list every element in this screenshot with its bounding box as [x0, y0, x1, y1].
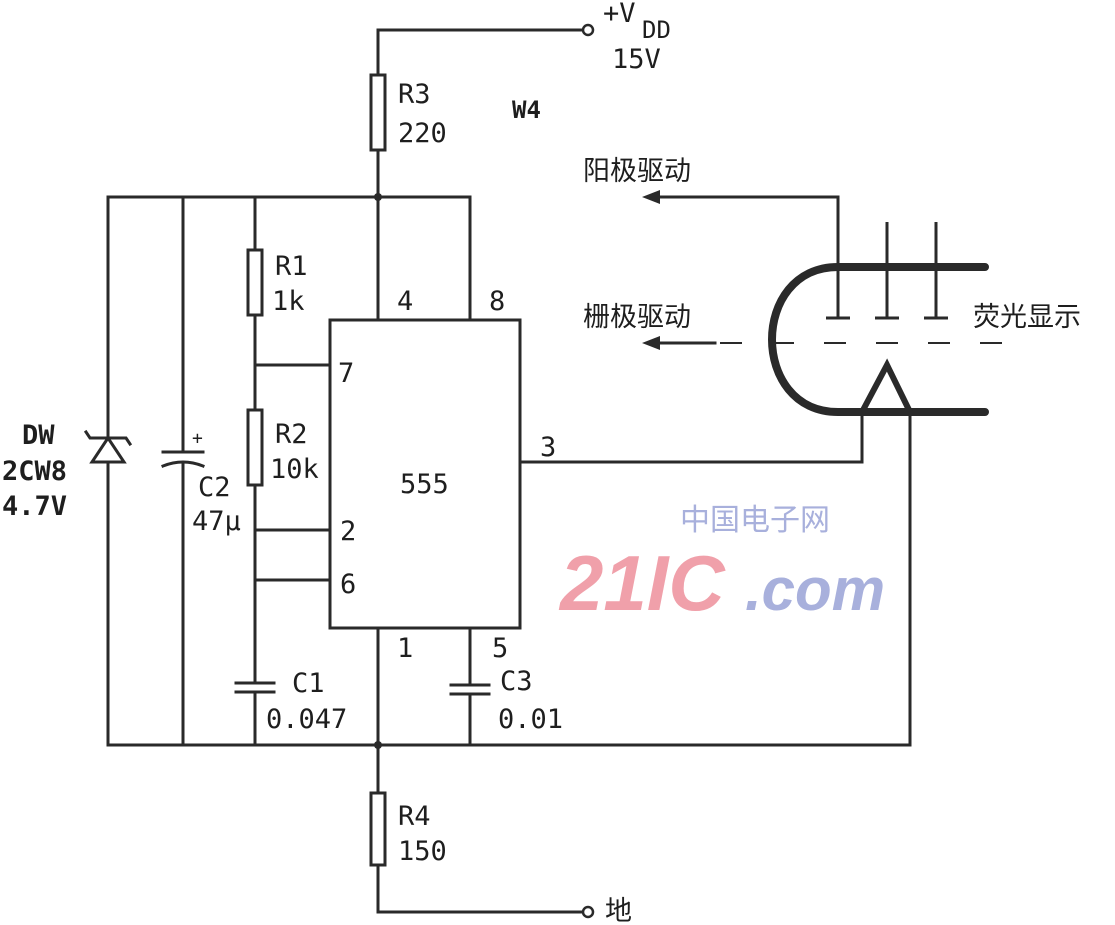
resistor-r1	[246, 248, 264, 317]
r4-value: 150	[398, 836, 447, 867]
ic-name: 555	[400, 469, 449, 500]
pin-6: 6	[340, 569, 356, 600]
ic-555	[328, 318, 522, 630]
pin-1: 1	[397, 633, 413, 664]
vdd-sub: DD	[642, 16, 671, 44]
c1-value: 0.047	[266, 704, 347, 735]
c3-value: 0.01	[498, 704, 563, 735]
junction-dot	[374, 193, 382, 201]
dw-name: DW	[22, 420, 55, 451]
r2-name: R2	[275, 419, 308, 450]
arrow-left-icon	[642, 336, 660, 350]
figure-id: W4	[512, 96, 541, 124]
dw-part: 2CW8	[2, 456, 67, 487]
display-label: 荧光显示	[973, 302, 1081, 333]
zener-diode-dw	[83, 429, 133, 464]
r1-name: R1	[275, 251, 308, 282]
junction-dot	[374, 741, 382, 749]
c2-polarity: +	[192, 428, 203, 449]
supply-terminal	[376, 23, 595, 77]
pin-5: 5	[492, 633, 508, 664]
arrow-left-icon	[642, 190, 660, 204]
vdd-voltage: 15V	[612, 44, 661, 75]
watermark-domain: .com	[745, 556, 885, 623]
c1-name: C1	[292, 668, 325, 699]
ground-label: 地	[605, 896, 632, 925]
c2-value: 47μ	[192, 506, 241, 537]
c2-name: C2	[198, 472, 231, 503]
watermark: 21IC 中国电子网 .com	[558, 503, 885, 627]
r1-value: 1k	[272, 286, 305, 317]
pin-4: 4	[397, 286, 413, 317]
r3-name: R3	[398, 79, 431, 110]
resistor-r4	[369, 791, 387, 867]
pin-2: 2	[340, 516, 356, 547]
r2-value: 10k	[270, 454, 319, 485]
pin-3: 3	[540, 432, 556, 463]
c3-name: C3	[500, 666, 533, 697]
watermark-cn: 中国电子网	[680, 503, 830, 538]
vfd-tube	[720, 197, 1005, 416]
resistor-r3	[369, 73, 387, 152]
resistor-r2	[246, 408, 264, 487]
vdd-label: +V	[603, 0, 636, 29]
ground-terminal	[581, 905, 595, 919]
dw-value: 4.7V	[2, 491, 67, 522]
r4-name: R4	[398, 801, 431, 832]
watermark-logo: 21IC	[558, 539, 726, 627]
pin-7: 7	[338, 358, 354, 389]
r3-value: 220	[398, 118, 447, 149]
grid-drive-label: 栅极驱动	[583, 302, 691, 333]
anode-drive-label: 阳极驱动	[583, 156, 691, 187]
pin-8: 8	[489, 286, 505, 317]
